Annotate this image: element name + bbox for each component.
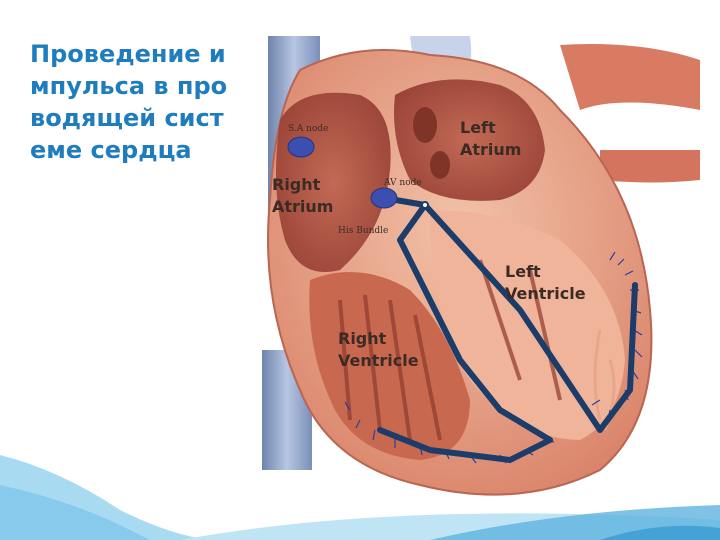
right-atrium-label-line2: Atrium — [272, 197, 333, 216]
sa-node-label: S.A node — [288, 124, 328, 134]
his-bundle-junction — [421, 201, 429, 209]
av-node-label: AV node — [383, 178, 422, 188]
sa-node — [287, 136, 315, 158]
av-node — [370, 187, 398, 209]
right-ventricle-label-line1: Right — [338, 329, 387, 348]
pulmonary-artery — [560, 44, 700, 110]
left-atrium-label-line1: Left — [460, 118, 496, 137]
pulmonary-vein — [600, 150, 700, 183]
left-atrium-recess — [413, 107, 437, 143]
left-atrium-label-line2: Atrium — [460, 140, 521, 159]
left-ventricle-label-line1: Left — [505, 262, 541, 281]
right-bundle-branch — [377, 202, 553, 463]
slide-title: Проведение импульса в проводящей системе… — [30, 40, 228, 164]
right-ventricle-label-line2: Ventricle — [338, 351, 419, 370]
left-bundle-branch — [422, 202, 638, 433]
left-atrium-recess-2 — [430, 151, 450, 179]
left-ventricle-label-line2: Ventricle — [505, 284, 586, 303]
right-atrium-label-line1: Right — [272, 175, 321, 194]
decorative-bottom-wave — [0, 455, 720, 540]
his-bundle-label: His Bundle — [338, 226, 388, 236]
